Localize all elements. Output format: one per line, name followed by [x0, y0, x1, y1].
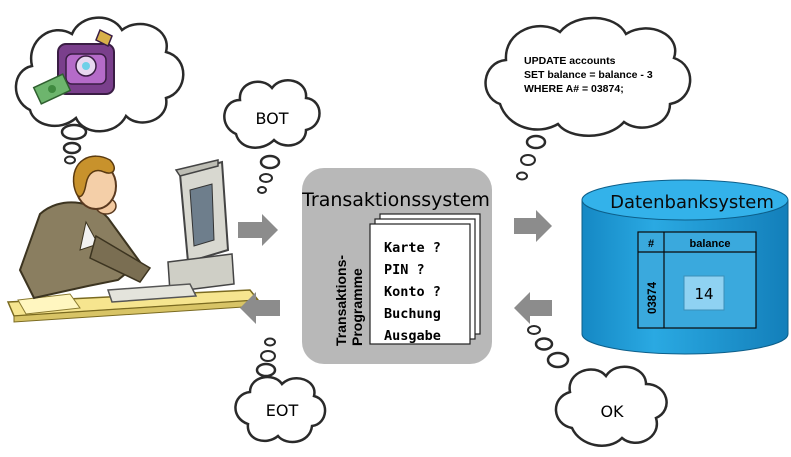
arrow-to-transaction-system: [238, 214, 278, 246]
arrow-to-user: [240, 292, 280, 324]
programs-label-line2: Programme: [349, 268, 365, 346]
table-row-balance: 14: [694, 285, 713, 303]
sql-line-1: UPDATE accounts: [524, 55, 616, 67]
eot-thought-bubble: EOT: [234, 337, 327, 444]
ok-thought-bubble: OK: [527, 325, 668, 447]
transaction-system-title: Transaktionssystem: [301, 189, 490, 211]
program-page: [369, 223, 471, 345]
money-icon: [32, 73, 72, 105]
step-konto: Konto ?: [384, 284, 441, 300]
table-row-key: 03874: [647, 281, 659, 314]
step-karte: Karte ?: [384, 240, 441, 256]
programs-label-line1: Transaktions-: [333, 255, 349, 346]
step-ausgabe: Ausgabe: [384, 328, 441, 344]
step-pin: PIN ?: [384, 262, 425, 278]
bot-thought-bubble: BOT: [223, 79, 321, 194]
balance-table: # balance 03874 14: [637, 231, 757, 329]
arrow-to-transaction-return: [514, 292, 552, 324]
database-system-title: Datenbanksystem: [610, 192, 774, 213]
thought-bubble-gift: [14, 16, 185, 165]
step-buchung: Buchung: [384, 306, 441, 322]
database-system-cylinder: Datenbanksystem # balance 03874 14: [581, 179, 789, 355]
eot-label: EOT: [266, 401, 299, 420]
transaction-system-box: Transaktionssystem Karte ? PIN ? Konto ?…: [301, 168, 492, 364]
sql-line-2: SET balance = balance - 3: [524, 69, 653, 81]
arrow-to-database: [514, 210, 552, 242]
table-header-balance: balance: [690, 238, 731, 250]
balance-cell: [683, 275, 725, 311]
person-at-computer-illustration: [6, 155, 260, 323]
sql-thought-bubble: UPDATE accounts SET balance = balance - …: [484, 16, 692, 181]
table-header-key: #: [648, 238, 654, 250]
ok-label: OK: [600, 402, 624, 421]
gift-box-icon: [57, 28, 115, 95]
sql-line-3: WHERE A# = 03874;: [524, 83, 624, 95]
bot-label: BOT: [255, 109, 288, 128]
